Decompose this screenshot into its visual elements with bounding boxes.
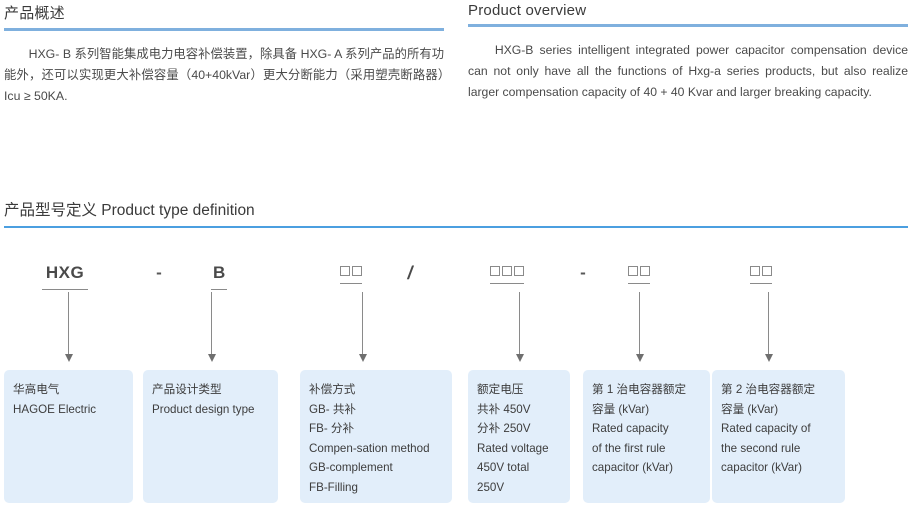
legend-line: GB-complement (309, 461, 393, 474)
legend-line: 第 2 治电容器额定 (721, 383, 816, 396)
overview-chinese-column: 产品概述 HXG- B 系列智能集成电力电容补偿装置，除具备 HXG- A 系列… (4, 2, 444, 107)
placeholder-square (352, 265, 362, 276)
code-placeholder-boxes (750, 265, 772, 278)
arrow-head-icon (207, 354, 216, 362)
code-segment-5: / (404, 262, 416, 284)
legend-line: 450V total (477, 461, 530, 474)
code-segment-1: HXG (42, 262, 88, 290)
placeholder-square (762, 265, 772, 276)
code-segment-3: B (211, 262, 227, 290)
legend-line: FB- 分补 (309, 422, 355, 435)
code-underline (490, 283, 524, 284)
arrow-stem (211, 292, 212, 354)
code-separator: - (156, 263, 162, 282)
legend-arrow-3 (357, 292, 368, 362)
overview-title-rule-zh (4, 28, 444, 31)
legend-line: FB-Filling (309, 480, 358, 494)
placeholder-square (628, 265, 638, 276)
legend-line: 共补 450V (477, 402, 531, 416)
type-definition-header: 产品型号定义 Product type definition (4, 198, 908, 228)
overview-body-en: HXG-B series intelligent integrated powe… (468, 43, 908, 99)
legend-line: 补偿方式 (309, 383, 356, 396)
placeholder-square (490, 265, 500, 276)
legend-line: 分补 250V (477, 422, 531, 435)
legend-box-4: 额定电压共补 450V 分补 250V Rated voltage 450V tota… (468, 370, 570, 503)
legend-line: capacitor (kVar) (592, 461, 673, 474)
code-underline (42, 289, 88, 290)
code-slash: / (407, 263, 413, 283)
legend-line: Product design type (152, 402, 255, 416)
legend-line: of the first rule (592, 441, 666, 455)
type-definition-rule (4, 226, 908, 228)
arrow-stem (68, 292, 69, 354)
code-underline (628, 283, 650, 284)
code-segment-4 (340, 262, 362, 284)
legend-line: Rated capacity (592, 422, 669, 435)
code-text: B (213, 263, 226, 282)
legend-arrow-1 (63, 292, 74, 362)
overview-title-rule-en (468, 24, 908, 27)
legend-line: 华高电气 (13, 383, 60, 396)
code-segment-8 (628, 262, 650, 284)
legend-line: HAGOE Electric (13, 402, 97, 416)
overview-english-column: Product overview HXG-B series intelligen… (468, 2, 908, 103)
legend-line: 第 1 治电容器额定 (592, 383, 687, 396)
code-placeholder-boxes (628, 265, 650, 278)
legend-line: 容量 (kVar) (592, 402, 650, 416)
overview-title-en: Product overview (468, 2, 587, 19)
arrow-head-icon (64, 354, 73, 362)
arrow-head-icon (515, 354, 524, 362)
legend-line: 250V (477, 480, 505, 494)
code-segment-2: - (152, 262, 166, 284)
overview-body-zh: HXG- B 系列智能集成电力电容补偿装置，除具备 HXG- A 系列产品的所有… (4, 47, 444, 103)
legend-arrow-4 (514, 292, 525, 362)
legend-line: the second rule (721, 441, 801, 455)
placeholder-square (340, 265, 350, 276)
code-segment-6 (490, 262, 524, 284)
model-code-row: HXG - B / - (0, 262, 912, 302)
legend-box-5: 第 1 治电容器额定容量 (kVar) Rated capacity of the … (583, 370, 710, 503)
legend-line: 容量 (kVar) (721, 402, 779, 416)
legend-box-2: 产品设计类型 Product design type (143, 370, 278, 503)
legend-line: 额定电压 (477, 383, 524, 396)
legend-line: GB- 共补 (309, 402, 357, 416)
arrow-stem (362, 292, 363, 354)
code-segment-7: - (576, 262, 590, 284)
code-underline (340, 283, 362, 284)
code-text: HXG (45, 263, 85, 282)
legend-arrow-6 (763, 292, 774, 362)
code-underline (750, 283, 772, 284)
legend-box-1: 华高电气 HAGOE Electric (4, 370, 133, 503)
code-placeholder-boxes (340, 265, 362, 278)
code-separator: - (580, 263, 586, 282)
arrow-stem (519, 292, 520, 354)
legend-line: Rated capacity of (721, 422, 811, 435)
legend-box-6: 第 2 治电容器额定容量 (kVar) Rated capacity of the … (712, 370, 845, 503)
code-placeholder-boxes (490, 265, 524, 278)
code-underline (211, 289, 227, 290)
legend-line: Compen-sation method (309, 441, 430, 455)
placeholder-square (514, 265, 524, 276)
placeholder-square (640, 265, 650, 276)
legend-arrow-5 (634, 292, 645, 362)
overview-title-zh: 产品概述 (4, 5, 65, 22)
legend-arrow-2 (206, 292, 217, 362)
legend-line: Rated voltage (477, 441, 549, 455)
type-definition-title: 产品型号定义 Product type definition (4, 202, 255, 219)
placeholder-square (502, 265, 512, 276)
arrow-head-icon (635, 354, 644, 362)
code-segment-9 (750, 262, 772, 284)
arrow-stem (639, 292, 640, 354)
arrow-head-icon (764, 354, 773, 362)
arrow-stem (768, 292, 769, 354)
legend-line: 产品设计类型 (152, 383, 222, 396)
legend-line: capacitor (kVar) (721, 461, 802, 474)
placeholder-square (750, 265, 760, 276)
arrow-head-icon (358, 354, 367, 362)
